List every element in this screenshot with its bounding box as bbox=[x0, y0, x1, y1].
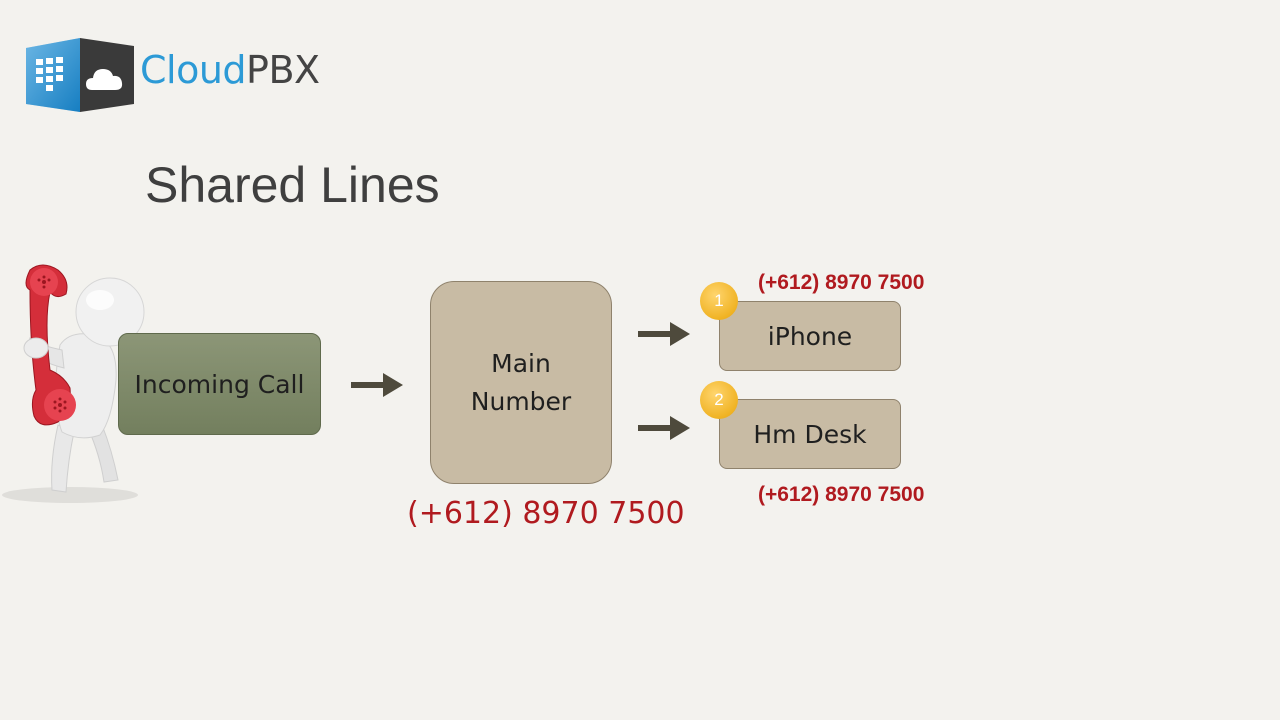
arrow-right-icon bbox=[351, 373, 403, 397]
iphone-phone-number: (+612) 8970 7500 bbox=[758, 271, 925, 294]
hm-desk-phone-number: (+612) 8970 7500 bbox=[758, 483, 925, 506]
cloudpbx-logo: CloudPBX bbox=[26, 38, 346, 114]
cloud-phone-cube-icon bbox=[26, 38, 134, 112]
arrow-right-icon bbox=[638, 322, 690, 346]
incoming-call-box: Incoming Call bbox=[118, 333, 321, 435]
device-iphone-box: iPhone bbox=[719, 301, 901, 371]
badge-2: 2 bbox=[700, 381, 738, 419]
logo-text-pbx: PBX bbox=[246, 48, 320, 92]
person-holding-red-phone-icon bbox=[2, 264, 145, 503]
main-number-phone: (+612) 8970 7500 bbox=[407, 496, 685, 531]
logo-text-cloud: Cloud bbox=[140, 48, 247, 92]
badge-1: 1 bbox=[700, 282, 738, 320]
logo-text: CloudPBX bbox=[140, 48, 320, 92]
device-hm-desk-box: Hm Desk bbox=[719, 399, 901, 469]
slide-title: Shared Lines bbox=[145, 157, 440, 213]
arrow-right-icon bbox=[638, 416, 690, 440]
main-number-box: Main Number bbox=[430, 281, 612, 484]
